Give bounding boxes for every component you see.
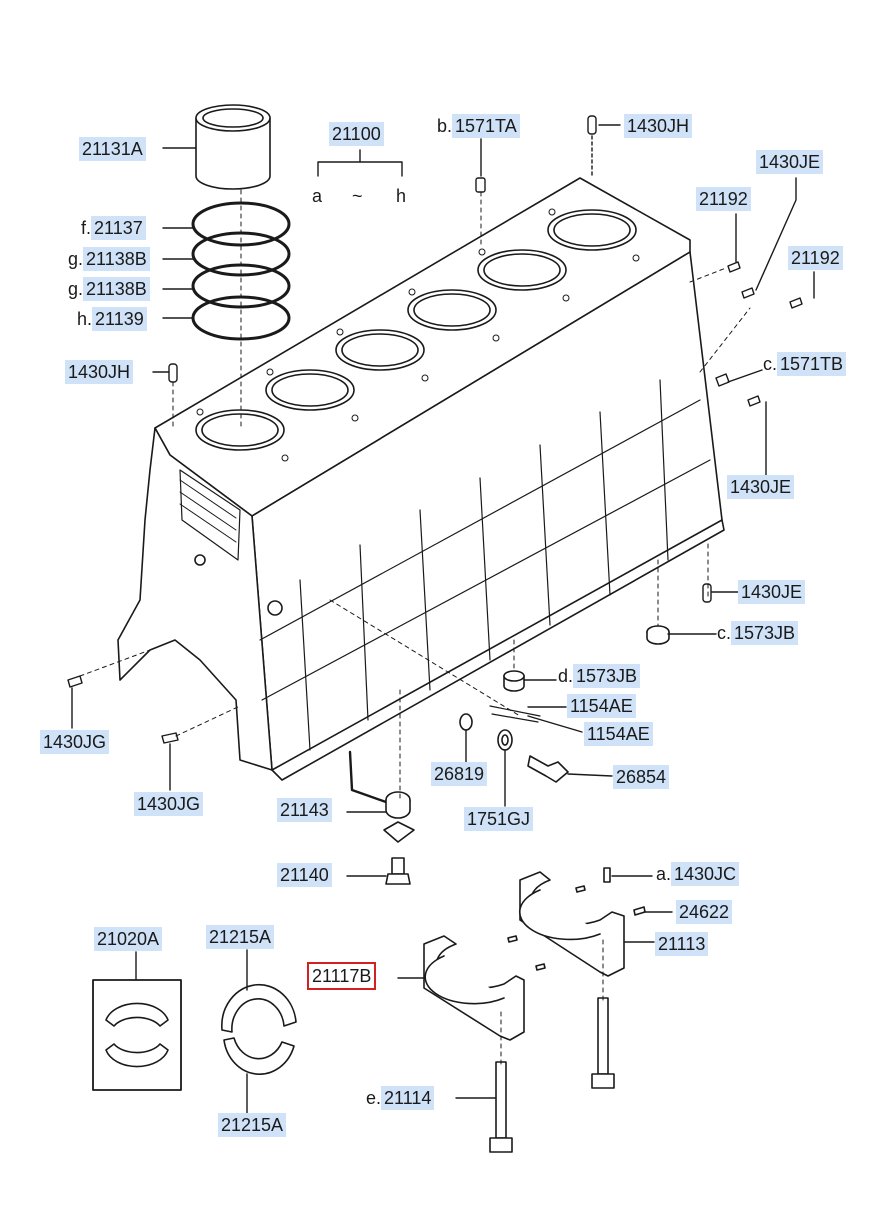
part-label-21131A[interactable]: 21131A — [75, 137, 150, 161]
plug-parts — [503, 625, 670, 692]
part-label-g-21138B-2[interactable]: g.21138B — [64, 277, 154, 301]
part-label-21100[interactable]: 21100 — [325, 122, 388, 146]
part-label-24622[interactable]: 24622 — [672, 900, 736, 924]
part-code: 1430JG — [40, 730, 110, 754]
dowel-pins — [67, 115, 803, 744]
part-code: 21138B — [83, 277, 150, 301]
part-code: 21100 — [329, 122, 384, 146]
part-code: 26854 — [613, 765, 670, 789]
cap-bolts — [489, 885, 646, 1153]
part-label-h-21139[interactable]: h.21139 — [73, 307, 151, 331]
part-label-21117B[interactable]: 21117B — [305, 962, 378, 990]
part-label-21143[interactable]: 21143 — [273, 798, 336, 822]
part-code: 24622 — [676, 900, 733, 924]
part-code: 21140 — [277, 863, 332, 887]
range-start: a — [312, 186, 323, 206]
part-code: 21192 — [696, 187, 751, 211]
part-label-d-1573JB[interactable]: d.1573JB — [554, 664, 644, 688]
part-code: 1430JC — [671, 862, 740, 886]
piston-part — [195, 104, 271, 190]
part-label-a-1430JC[interactable]: a.1430JC — [652, 862, 743, 886]
part-code: 1571TB — [777, 352, 847, 376]
range-end: h — [396, 186, 407, 206]
part-label-1430JE-low[interactable]: 1430JE — [734, 580, 809, 604]
part-label-c-1573JB[interactable]: c.1573JB — [713, 621, 802, 645]
part-label-1154AE-2[interactable]: 1154AE — [580, 722, 657, 746]
part-label-1751GJ[interactable]: 1751GJ — [460, 807, 537, 831]
part-code: 1430JE — [756, 150, 824, 174]
part-code: 21143 — [277, 798, 332, 822]
part-code: 21138B — [83, 247, 150, 271]
leader-lines — [71, 124, 815, 1115]
part-code: 26819 — [431, 762, 488, 786]
part-label-21215A-bottom[interactable]: 21215A — [214, 1113, 290, 1137]
part-label-26854[interactable]: 26854 — [609, 765, 673, 789]
part-code: 1154AE — [584, 722, 653, 746]
part-label-e-21114[interactable]: e.21114 — [362, 1086, 438, 1110]
part-code: 21114 — [381, 1086, 435, 1110]
part-label-21215A-top[interactable]: 21215A — [202, 925, 278, 949]
part-label-1430JH-left[interactable]: 1430JH — [61, 360, 137, 384]
part-label-1430JE-top[interactable]: 1430JE — [752, 150, 827, 174]
part-code: 21215A — [218, 1113, 287, 1137]
part-code: 1430JH — [624, 114, 693, 138]
part-label-21192-1[interactable]: 21192 — [692, 187, 755, 211]
part-code: 1430JE — [738, 580, 806, 604]
part-code: 21131A — [79, 137, 146, 161]
part-label-f-21137[interactable]: f.21137 — [77, 216, 150, 240]
part-code: 1573JB — [731, 621, 799, 645]
range-separator: ~ — [352, 186, 363, 206]
part-code: 1751GJ — [464, 807, 534, 831]
bearing-cap-21117B — [423, 935, 525, 1041]
part-label-1430JG-1[interactable]: 1430JG — [36, 730, 113, 754]
part-code: 1571TA — [452, 114, 520, 138]
part-label-1154AE-1[interactable]: 1154AE — [563, 694, 640, 718]
part-code: 21137 — [91, 216, 146, 240]
part-code: 21020A — [94, 927, 163, 951]
part-label-1430JH-top[interactable]: 1430JH — [620, 114, 696, 138]
bearing-shells-21020A — [92, 979, 182, 1091]
part-code: 21117B — [306, 962, 377, 990]
part-label-1430JG-2[interactable]: 1430JG — [130, 792, 207, 816]
part-label-26819[interactable]: 26819 — [427, 762, 491, 786]
part-label-1430JE-mid[interactable]: 1430JE — [723, 475, 798, 499]
bearing-cap-21113 — [518, 867, 625, 977]
part-code: 1573JB — [573, 664, 641, 688]
part-label-21192-2[interactable]: 21192 — [784, 246, 847, 270]
part-code: 21192 — [788, 246, 843, 270]
part-code: 1430JE — [727, 475, 795, 499]
part-code: 1430JH — [65, 360, 134, 384]
part-label-g-21138B-1[interactable]: g.21138B — [64, 247, 154, 271]
part-code: 21139 — [92, 307, 147, 331]
oil-jet-parts — [348, 750, 415, 885]
part-label-b-1571TA[interactable]: b.1571TA — [433, 114, 524, 138]
part-label-c-1571TB[interactable]: c.1571TB — [759, 352, 850, 376]
part-code: 21215A — [206, 925, 275, 949]
part-label-21113[interactable]: 21113 — [651, 932, 712, 956]
part-code: 21113 — [655, 932, 709, 956]
part-label-21140[interactable]: 21140 — [273, 863, 336, 887]
engine-block-part — [117, 177, 725, 781]
part-code: 1154AE — [567, 694, 636, 718]
part-label-21020A[interactable]: 21020A — [90, 927, 166, 951]
part-code: 1430JG — [134, 792, 204, 816]
thrust-washers-21215A — [221, 983, 297, 1075]
